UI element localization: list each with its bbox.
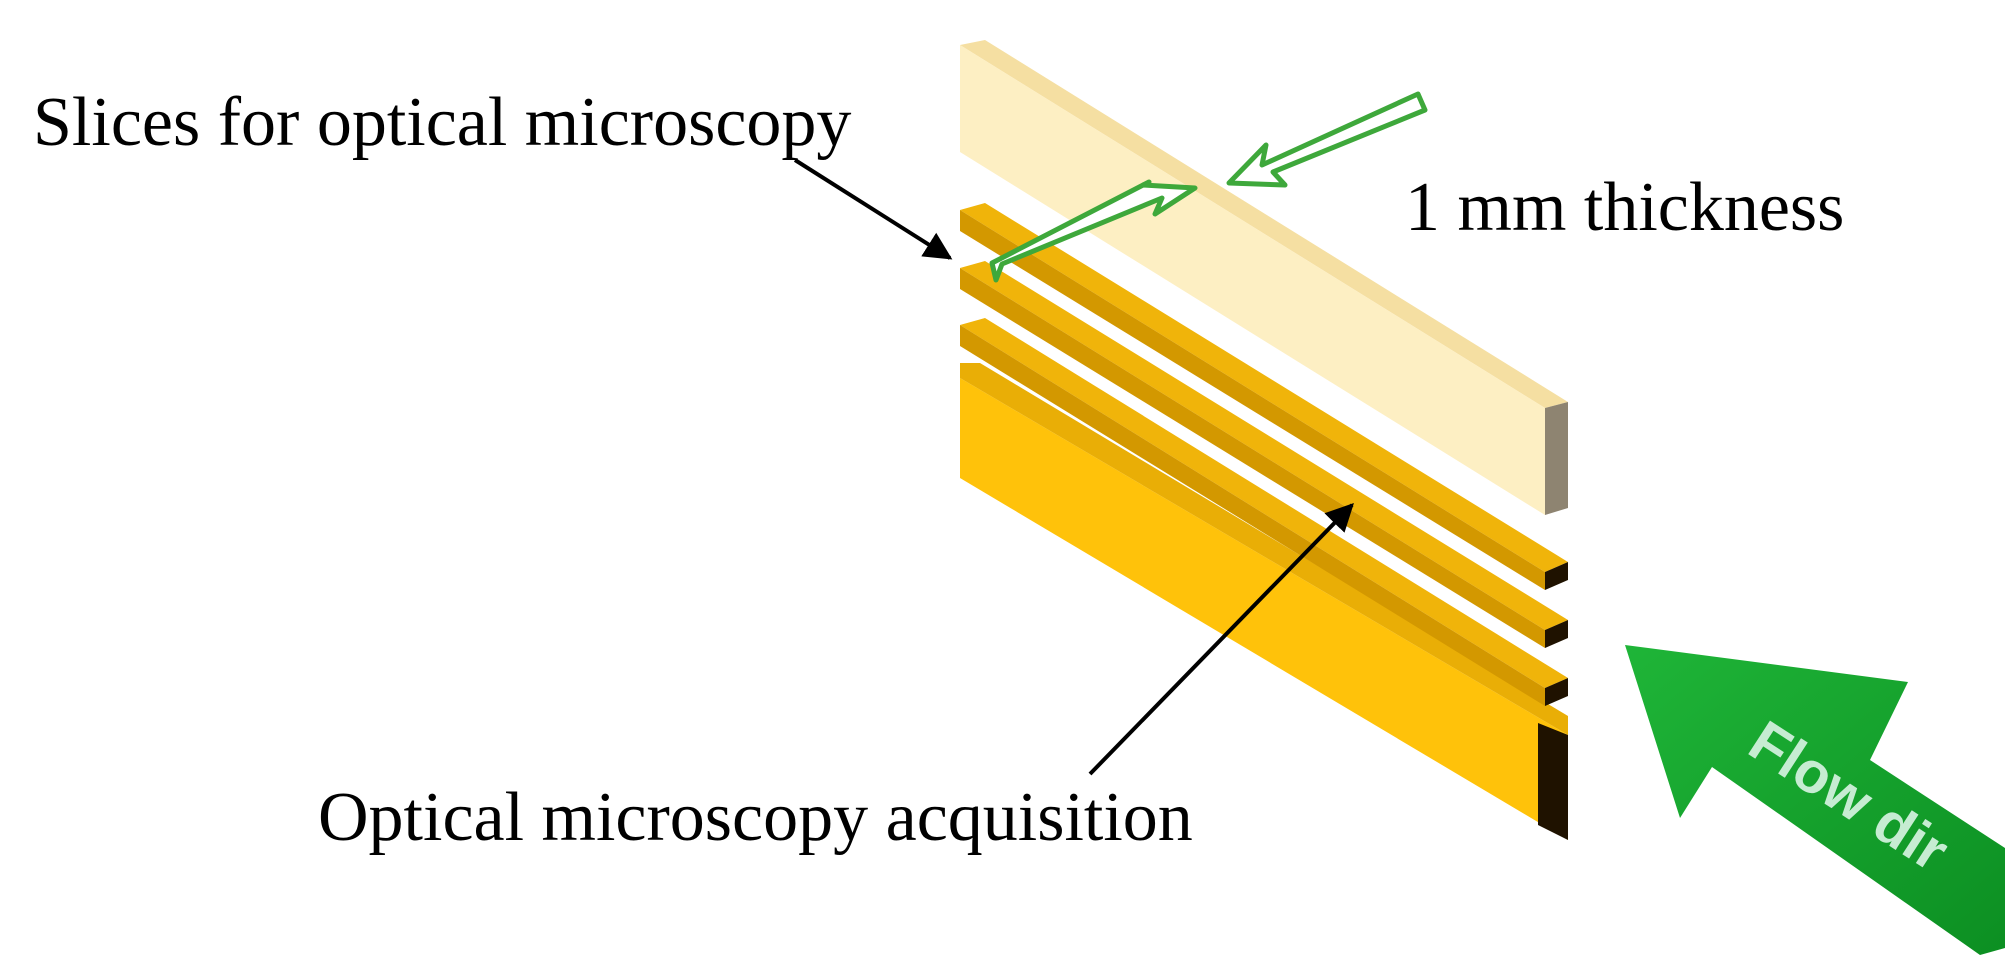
thin-slice-3 [960, 318, 1568, 706]
thin-slice-3-end [1545, 678, 1568, 706]
flow-arrow-shape [1625, 645, 2005, 955]
bottom-block [960, 363, 1568, 840]
acquisition-label: Optical microscopy acquisition [318, 779, 1193, 856]
thin-slice-2-end [1545, 620, 1568, 648]
black-pointer-arrow-icon [793, 158, 953, 260]
thin-slice-1-top [960, 203, 1568, 572]
double-outline-arrows-icon [989, 91, 1428, 283]
thin-slice-1 [960, 203, 1568, 590]
top-slab-face [960, 45, 1545, 515]
black-pointer-arrow-icon [1088, 502, 1354, 776]
thin-slice-3-top [960, 318, 1568, 688]
top-slab-top [960, 40, 1568, 408]
slices-label: Slices for optical microscopy [33, 84, 851, 161]
bottom-block-top [960, 363, 1568, 735]
large-green-arrow-icon: Flow dir [1625, 645, 2005, 955]
thin-slice-2-top [960, 261, 1568, 630]
thin-slice-2 [960, 261, 1568, 648]
thickness-label: 1 mm thickness [1405, 169, 1844, 246]
thickness-arrow-upper [1226, 91, 1428, 188]
thin-slice-1-end [1545, 562, 1568, 590]
thin-slice-2-face [960, 268, 1545, 648]
top-slab [960, 40, 1568, 515]
thin-slice-1-face [960, 210, 1545, 590]
thin-slice-3-face [960, 325, 1545, 706]
bottom-block-end [1538, 723, 1568, 840]
top-slab-end [1545, 402, 1568, 515]
bottom-block-face [960, 378, 1568, 840]
thickness-arrow-lower [989, 179, 1198, 283]
